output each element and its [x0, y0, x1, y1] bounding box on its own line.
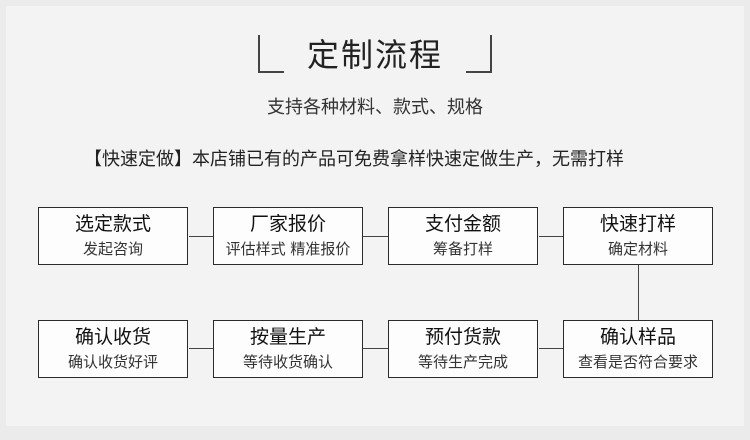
step-title: 快速打样	[599, 213, 676, 235]
title-frame: 定制流程	[258, 35, 492, 81]
step-desc: 确认收货好评	[67, 353, 158, 371]
step-box-1: 选定款式 发起咨询	[38, 207, 188, 265]
connector-2-3	[363, 236, 388, 237]
title-bracket-left	[258, 35, 284, 73]
quick-custom-notice: 【快速定做】本店铺已有的产品可免费拿样快速定做生产，无需打样	[84, 149, 624, 170]
step-desc: 筹备打样	[432, 240, 493, 258]
step-desc: 评估样式 精准报价	[225, 240, 351, 258]
step-title: 厂家报价	[249, 213, 326, 235]
step-box-2: 厂家报价 评估样式 精准报价	[213, 207, 363, 265]
connector-3-4	[539, 236, 563, 237]
title-bracket-right	[466, 35, 492, 73]
step-box-7: 按量生产 等待收货确认	[213, 320, 363, 378]
connector-6-7	[363, 348, 388, 349]
step-box-4: 快速打样 确定材料	[563, 207, 713, 265]
step-box-6: 预付货款 等待生产完成	[388, 320, 538, 378]
connector-5-6	[539, 348, 563, 349]
step-title: 确认收货	[74, 326, 151, 348]
page-subtitle: 支持各种材料、款式、规格	[267, 97, 483, 118]
step-box-3: 支付金额 筹备打样	[388, 207, 538, 265]
step-title: 选定款式	[74, 213, 151, 235]
page-title: 定制流程	[306, 36, 443, 74]
step-desc: 等待收货确认	[242, 353, 333, 371]
step-title: 确认样品	[599, 326, 676, 348]
connector-1-2	[189, 236, 213, 237]
step-desc: 确定材料	[607, 240, 668, 258]
step-box-8: 确认收货 确认收货好评	[38, 320, 188, 378]
step-box-5: 确认样品 查看是否符合要求	[563, 320, 713, 378]
connector-7-8	[189, 348, 213, 349]
step-title: 支付金额	[424, 213, 501, 235]
step-desc: 发起咨询	[82, 240, 143, 258]
step-title: 预付货款	[424, 326, 501, 348]
connector-4-5	[638, 265, 639, 320]
step-desc: 等待生产完成	[417, 353, 508, 371]
step-desc: 查看是否符合要求	[577, 353, 698, 371]
step-title: 按量生产	[249, 326, 326, 348]
